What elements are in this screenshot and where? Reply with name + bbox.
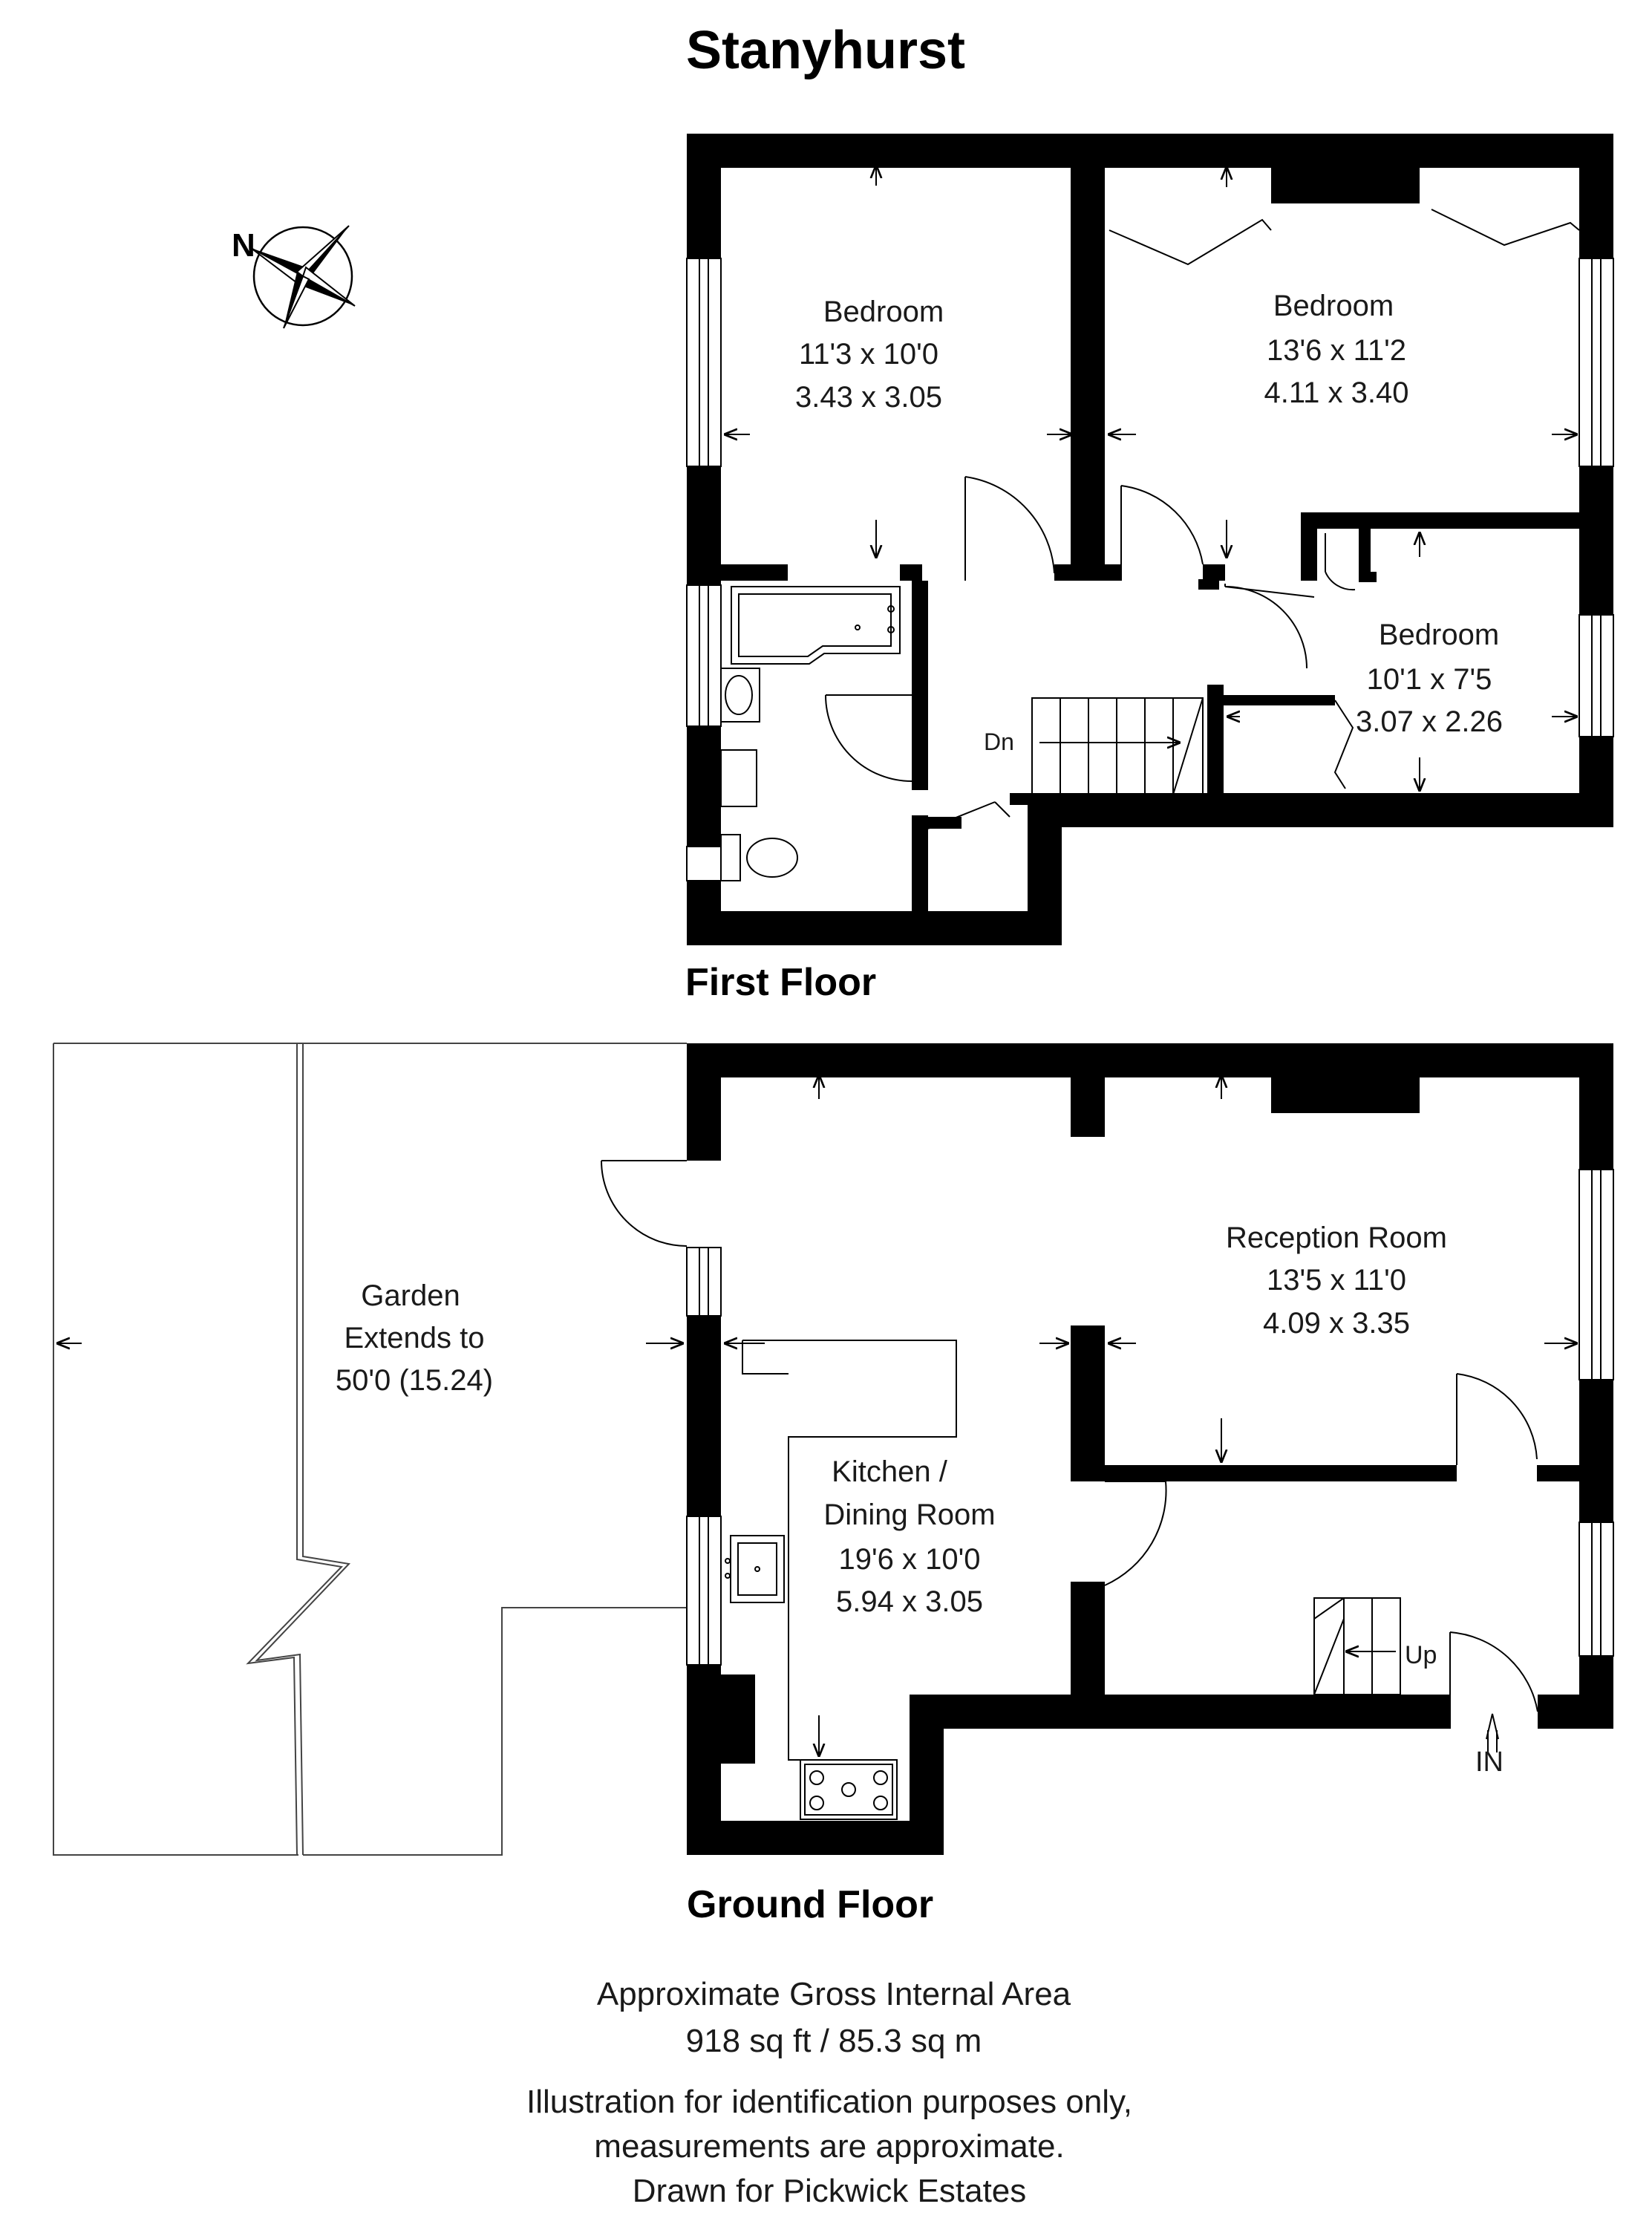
stairs-up-label: Up (1405, 1641, 1437, 1669)
garden-line2: Extends to (344, 1322, 484, 1354)
entrance-label: IN (1475, 1747, 1504, 1778)
bedroom-2-imperial: 13'6 x 11'2 (1267, 334, 1406, 367)
reception-room-metric: 4.09 x 3.35 (1263, 1307, 1410, 1340)
garden-line3: 50'0 (15.24) (336, 1364, 493, 1397)
bedroom-3-name: Bedroom (1379, 619, 1499, 651)
compass-icon (250, 225, 356, 329)
area-title: Approximate Gross Internal Area (597, 1976, 1071, 2012)
ground-floor-label: Ground Floor (687, 1883, 933, 1926)
kitchen-imperial: 19'6 x 10'0 (839, 1543, 981, 1576)
area-value: 918 sq ft / 85.3 sq m (686, 2023, 982, 2059)
bedroom-2-metric: 4.11 x 3.40 (1264, 376, 1409, 409)
disclaimer-line1: Illustration for identification purposes… (526, 2084, 1132, 2120)
north-label: N (232, 227, 255, 264)
first-floor-label: First Floor (685, 961, 876, 1004)
kitchen-metric: 5.94 x 3.05 (836, 1585, 983, 1618)
stairs-down-label: Dn (984, 728, 1014, 755)
page-title: Stanyhurst (686, 21, 965, 80)
bedroom-1-imperial: 11'3 x 10'0 (799, 338, 938, 371)
drawn-for: Drawn for Pickwick Estates (633, 2173, 1027, 2209)
first-floor-plan: Bedroom 11'3 x 10'0 3.43 x 3.05 Bedroom … (686, 134, 1614, 945)
reception-room-name: Reception Room (1226, 1222, 1447, 1254)
ground-floor-plan: Reception Room 13'5 x 11'0 4.09 x 3.35 K… (53, 1043, 1614, 1856)
disclaimer-line2: measurements are approximate. (594, 2128, 1064, 2165)
garden-line1: Garden (361, 1279, 460, 1312)
bedroom-3-imperial: 10'1 x 7'5 (1367, 663, 1492, 696)
bedroom-3-metric: 3.07 x 2.26 (1356, 705, 1503, 738)
bedroom-2-name: Bedroom (1273, 290, 1394, 322)
bedroom-1-name: Bedroom (823, 296, 944, 328)
reception-room-imperial: 13'5 x 11'0 (1267, 1264, 1406, 1297)
kitchen-name-line1: Kitchen / (832, 1455, 948, 1488)
bedroom-1-metric: 3.43 x 3.05 (795, 381, 942, 414)
kitchen-name-line2: Dining Room (823, 1499, 995, 1531)
